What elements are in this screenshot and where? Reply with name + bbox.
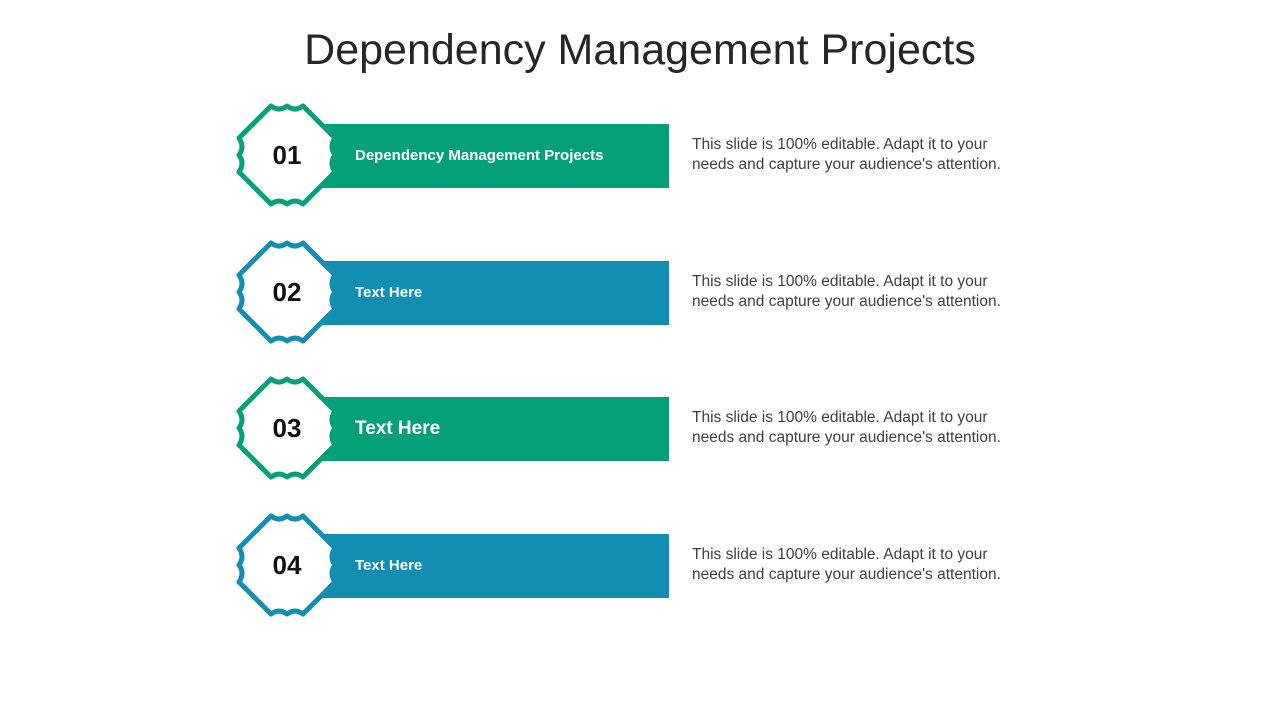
step-row-04: Text Here 04 This slide is 100% editable…: [0, 510, 1280, 620]
step-bar: Text Here: [300, 261, 669, 325]
step-badge: 01: [233, 100, 341, 210]
step-row-03: Text Here 03 This slide is 100% editable…: [0, 373, 1280, 483]
step-badge: 02: [233, 237, 341, 347]
notched-diamond-icon: [236, 513, 338, 617]
step-row-02: Text Here 02 This slide is 100% editable…: [0, 237, 1280, 347]
step-bar: Dependency Management Projects: [300, 124, 669, 188]
step-description: This slide is 100% editable. Adapt it to…: [692, 546, 1001, 583]
step-bar: Text Here: [300, 534, 669, 598]
step-bar: Text Here: [300, 397, 669, 461]
page-title: Dependency Management Projects: [304, 26, 976, 74]
step-label: Text Here: [355, 418, 441, 439]
notched-diamond-icon: [236, 376, 338, 480]
step-number: 02: [272, 277, 302, 307]
step-description: This slide is 100% editable. Adapt it to…: [692, 273, 1001, 310]
step-number: 01: [272, 140, 302, 170]
step-badge: 04: [233, 510, 341, 620]
step-row-01: Dependency Management Projects 01 This s…: [0, 100, 1280, 210]
step-label: Text Here: [355, 557, 423, 574]
step-number: 03: [272, 413, 302, 443]
step-badge: 03: [233, 373, 341, 483]
step-description: This slide is 100% editable. Adapt it to…: [692, 136, 1001, 173]
notched-diamond-icon: [236, 240, 338, 344]
step-number: 04: [272, 550, 302, 580]
step-label: Dependency Management Projects: [355, 147, 604, 164]
notched-diamond-icon: [236, 103, 338, 207]
step-label: Text Here: [355, 284, 423, 301]
step-description: This slide is 100% editable. Adapt it to…: [692, 409, 1001, 446]
